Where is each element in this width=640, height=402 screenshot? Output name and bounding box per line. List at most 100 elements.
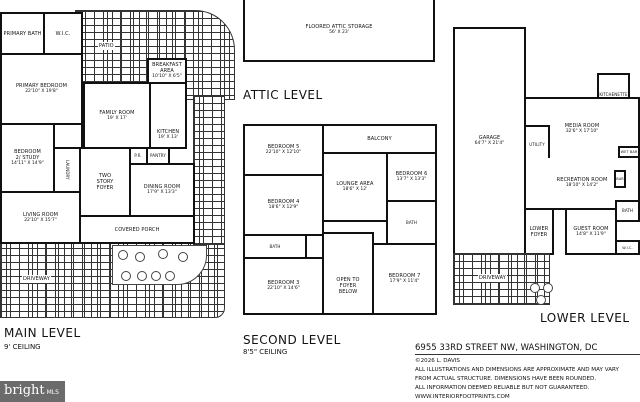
patio-label: PATIO [98,42,115,50]
bright-mls-logo: bright MLS [0,381,65,402]
disclaimer-line: FROM ACTUAL STRUCTURE. DIMENSIONS HAVE B… [415,376,597,382]
room-name: KITCHEN [156,129,180,135]
room-name: FLOORED ATTIC STORAGE [305,24,373,30]
room-name: BREAKFAST AREA [152,62,182,74]
room-dim: 14'8" X 11'9" [576,231,606,237]
room-name: BAR [616,177,624,181]
info-block: 6955 33RD STREET NW, WASHINGTON, DC ©202… [415,343,640,402]
room-name: PANTRY [150,153,166,158]
room-name: WET BAR [620,150,638,154]
side-paving [193,95,225,245]
room-dim: 22'10" X 14'6" [267,286,300,291]
room-name: LIVING ROOM [22,211,59,218]
room-dim: 18'10" X 14'2" [565,183,599,188]
room-dim: 19' X 13' [158,135,178,140]
room-name: P.R. [134,153,142,158]
room-name: BEDROOM 5 [267,144,300,150]
room-wet-bar: WET BAR [618,146,640,158]
room-dim: 22'10" X 19'8" [25,89,58,94]
room-name: PRIMARY BATH [3,30,42,37]
room-bath-bedroom-3: BATH [243,234,307,259]
room-primary-bath: PRIMARY BATH [0,12,45,55]
room-name: FAMILY ROOM [99,109,135,116]
room-name: BATH [621,208,634,213]
room-name: LOUNGE AREA [336,181,374,187]
room-two-story-foyer: TWO STORY FOYER [79,147,131,217]
room-name: BEDROOM 2/ STUDY [14,149,41,161]
room-name: BALCONY [367,136,392,142]
lower-level-title: LOWER LEVEL [540,311,630,325]
property-address: 6955 33RD STREET NW, WASHINGTON, DC [415,343,640,355]
second-level-ceiling: 8'5" CEILING [243,348,288,356]
disclaimer-line: ALL ILLUSTRATIONS AND DIMENSIONS ARE APP… [415,367,619,373]
room-bath-bedroom-6: BATH [386,200,437,245]
logo-text: bright [4,383,45,398]
room-name: W.I.C. [622,245,633,250]
driveway-label: DRIVEWAY [478,274,507,282]
disclaimer-line: ALL INFORMATION DEEMED RELIABLE BUT NOT … [415,385,590,391]
attic-level-title: ATTIC LEVEL [243,88,323,102]
logo-suffix: MLS [46,389,59,396]
room-kitchenette: KITCHENETTE [597,73,630,100]
room-wic-lower: W.I.C. [615,240,640,255]
room-bath-lower: BATH [615,200,640,222]
room-name: OPEN TO FOYER BELOW [336,277,360,295]
room-dim: 32'6" X 17'10" [565,128,599,134]
room-name: BEDROOM 4 [267,199,300,205]
copyright: ©2026 L. DAVIS [415,358,460,364]
room-name: LAUNDRY [65,160,70,180]
room-name: BEDROOM 6 [395,171,428,177]
room-name: BATH [269,243,281,249]
room-name: W.I.C. [55,30,71,37]
room-name: UTILITY [529,142,545,147]
room-name: COVERED PORCH [114,226,160,233]
room-dim: 10'10" X 6'5" [152,74,182,79]
room-name: PRIMARY BEDROOM [15,83,68,89]
room-name: BEDROOM 7 [388,273,421,279]
room-balcony: BALCONY [322,124,437,154]
room-dim: 22'10" X 12'10" [265,150,302,155]
room-laundry: LAUNDRY [53,147,81,193]
room-dim: 22'10" X 15'7" [24,217,57,223]
website-link: WWW.INTERIORFOOTPRINTS.COM [415,394,510,400]
room-name: BATH [405,219,418,225]
room-dim: 19' X 17' [107,115,127,121]
room-dim: 56' X 23' [329,30,349,35]
room-name: DINING ROOM [143,184,181,190]
room-dim: 13'7" X 13'3" [396,177,427,182]
room-name: KITCHENETTE [599,92,628,97]
room-dim: 64'7" X 21'4" [474,141,505,146]
main-level-title: MAIN LEVEL [4,326,81,340]
room-name: GARAGE [478,135,501,141]
garden-bed [112,245,207,285]
room-wic: W.I.C. [43,12,83,55]
room-open-to-foyer-below: OPEN TO FOYER BELOW [322,232,374,315]
bar-counter: BAR [614,170,626,188]
second-level-title: SECOND LEVEL [243,333,341,347]
room-dim: 17'9" X 13'3" [147,190,177,195]
room-lower-foyer: LOWER FOYER [524,208,554,255]
room-dim: 18'6" X 12'9" [268,205,299,210]
room-dim: 18'6" X 12' [342,187,368,192]
driveway-label: DRIVEWAY [22,275,51,283]
room-name: LOWER FOYER [529,225,549,238]
room-dim: 17'9" X 11'4" [389,279,420,284]
main-level-ceiling: 9' CEILING [4,343,41,351]
room-name: GUEST ROOM [573,225,609,232]
room-dim: 14'11" X 14'9" [11,161,44,166]
